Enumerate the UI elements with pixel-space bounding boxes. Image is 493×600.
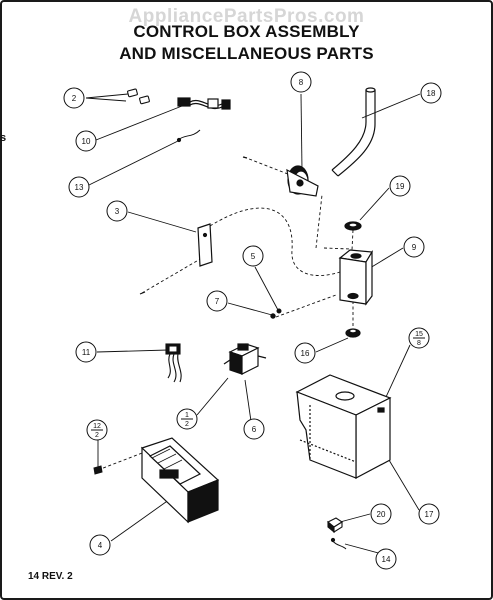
callout-1-2: 1 2: [176, 408, 198, 430]
part-3-plate: [139, 223, 213, 295]
callout-17: 17: [418, 503, 440, 525]
part-4-control-board: [140, 437, 220, 524]
part-20-small-switch: [327, 517, 344, 534]
callout-7: 7: [206, 290, 228, 312]
revision-label: 14 REV. 2: [28, 571, 73, 582]
svg-text:5: 5: [251, 252, 256, 261]
callout-19: 19: [389, 175, 411, 197]
svg-text:20: 20: [377, 510, 386, 519]
leader-lines: [85, 93, 421, 555]
svg-text:8: 8: [417, 340, 421, 347]
part-16-grommet: [345, 328, 361, 338]
svg-text:19: 19: [396, 182, 405, 191]
part-12-screw: [93, 465, 103, 475]
svg-text:10: 10: [82, 137, 91, 146]
svg-text:6: 6: [252, 425, 257, 434]
callout-12-2: 12 2: [86, 419, 108, 441]
parts-5-7-screws: [270, 308, 282, 319]
svg-text:8: 8: [299, 78, 304, 87]
callout-15-8: 15 8: [408, 327, 430, 349]
callout-2: 2: [63, 87, 85, 109]
callout-4: 4: [89, 534, 111, 556]
callout-16: 16: [294, 342, 316, 364]
svg-text:14: 14: [382, 555, 391, 564]
part-9-block: [338, 249, 374, 306]
diagram-title-line-2: AND MISCELLANEOUS PARTS: [119, 44, 374, 63]
part-10-wire-harness: [177, 97, 231, 110]
svg-text:2: 2: [185, 421, 189, 428]
edge-mark: s: [0, 132, 7, 144]
callout-5: 5: [242, 245, 264, 267]
callout-8: 8: [290, 71, 312, 93]
svg-text:17: 17: [425, 510, 434, 519]
callout-6: 6: [243, 418, 265, 440]
svg-text:12: 12: [93, 423, 101, 430]
svg-text:18: 18: [427, 89, 436, 98]
svg-text:1: 1: [185, 412, 189, 419]
part-13-wire: [176, 129, 201, 143]
part-1-transformer: [223, 343, 267, 375]
part-18-hose: [331, 87, 376, 177]
part-14-wire: [330, 537, 347, 550]
diagram-title-line-1: CONTROL BOX ASSEMBLY: [133, 22, 360, 41]
callout-20: 20: [370, 503, 392, 525]
callout-18: 18: [420, 82, 442, 104]
callout-3: 3: [106, 200, 128, 222]
callout-9: 9: [403, 236, 425, 258]
svg-text:4: 4: [98, 541, 103, 550]
callout-10: 10: [75, 130, 97, 152]
svg-text:9: 9: [412, 243, 417, 252]
part-17-bracket: [295, 374, 392, 479]
part-8-pressure-switch: [242, 156, 319, 197]
svg-text:11: 11: [82, 348, 91, 357]
svg-text:13: 13: [75, 183, 84, 192]
svg-text:16: 16: [301, 349, 310, 358]
svg-text:7: 7: [215, 297, 220, 306]
svg-text:15: 15: [415, 331, 423, 338]
callouts: 2 10 13 8 18 3 19 5 9 7 11 16 15 8 1 2 6…: [63, 71, 442, 570]
svg-text:2: 2: [95, 432, 99, 439]
callout-11: 11: [75, 341, 97, 363]
watermark: AppliancePartsPros.com: [128, 6, 365, 27]
svg-text:2: 2: [72, 94, 77, 103]
part-2-clips: [127, 88, 150, 105]
callout-14: 14: [375, 548, 397, 570]
part-11-wire-plug: [165, 343, 182, 383]
part-19-grommet: [344, 221, 362, 231]
svg-text:3: 3: [115, 207, 120, 216]
callout-13: 13: [68, 176, 90, 198]
